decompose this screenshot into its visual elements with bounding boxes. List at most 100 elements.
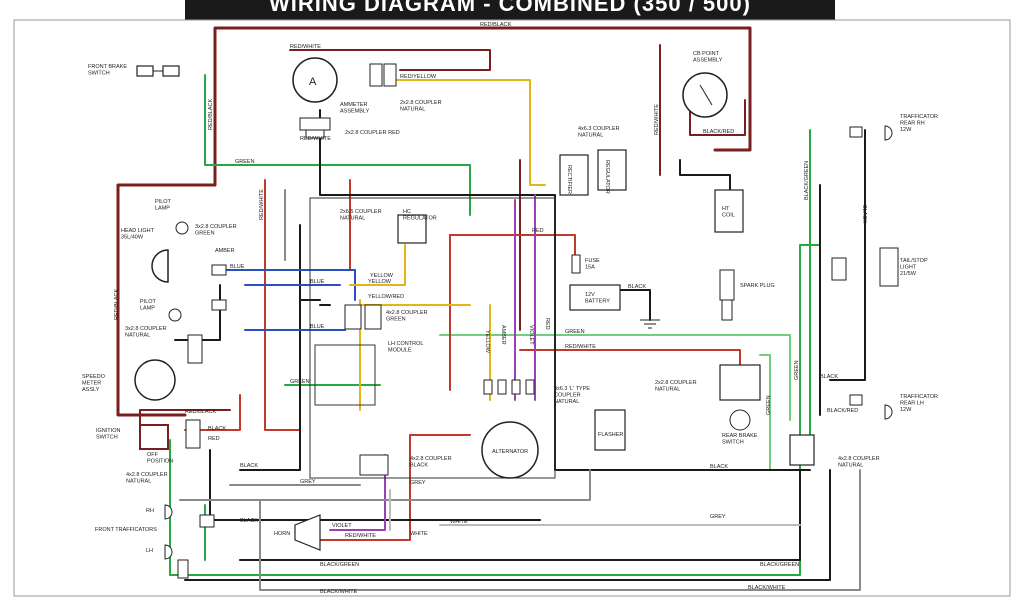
label-yellow-ign: YELLOW <box>370 273 394 279</box>
wire-black-coil <box>679 159 731 191</box>
label-violet-h: VIOLET <box>332 523 352 529</box>
label-amber-v: AMBER <box>500 325 506 345</box>
label-amber: AMBER <box>215 248 235 254</box>
label-flasher: FLASHER <box>598 432 623 438</box>
wire-black-white-bottom <box>184 469 831 581</box>
label-red-black-vert: RED/BLACK <box>114 288 120 320</box>
label-yellow-1: YELLOW <box>368 279 392 285</box>
label-black-green-bottom: BLACK/GREEN <box>320 562 359 568</box>
pilot-lamp2-symbol <box>168 308 182 322</box>
label-red-white-long: RED/WHITE <box>565 344 596 350</box>
wire-grey-3 <box>259 469 861 591</box>
wire-red-white-top <box>289 49 491 71</box>
alternator-symbol <box>481 421 539 479</box>
label-green-v2: GREEN <box>794 360 800 380</box>
label-black-low: BLACK <box>240 463 258 469</box>
label-black-red-right: BLACK/RED <box>703 129 734 135</box>
label-green-top: GREEN <box>235 159 255 165</box>
label-green-ign: GREEN <box>290 379 310 385</box>
svg-text:A: A <box>309 76 317 88</box>
label-green-right: GREEN <box>565 329 585 335</box>
wire-violet-2 <box>329 454 386 531</box>
label-black-white-bottom: BLACK/WHITE <box>320 589 358 595</box>
front-brake-switch <box>136 65 180 77</box>
wire-black-fr <box>174 284 221 341</box>
coupler-green-left <box>187 264 227 364</box>
label-red-white-top: RED/WHITE <box>290 44 321 50</box>
label-red-white-ammeter: RED/WHITE <box>300 136 331 142</box>
label-black-bottom: BLACK <box>710 464 728 470</box>
wire-black-main <box>319 109 811 471</box>
label-green-3: GREEN <box>766 395 772 415</box>
ground-symbol <box>640 319 660 329</box>
wire-green-top <box>204 74 471 216</box>
wire-red-yellow <box>394 79 546 186</box>
label-red-white-mid: RED/WHITE <box>259 189 265 220</box>
coupler-4x2-8-green <box>344 304 382 330</box>
label-red-black-left: RED/BLACK <box>208 98 214 130</box>
label-grey-1: GREY <box>300 479 316 485</box>
wire-green-mid <box>439 334 791 421</box>
spark-plug-symbol <box>719 269 735 321</box>
label-yellow-v: YELLOW <box>484 330 490 354</box>
front-trafficators-symbol <box>164 504 215 579</box>
label-violet-v: VIOLET <box>528 325 534 345</box>
rear-brake-symbol <box>719 364 761 431</box>
regulator-area <box>309 197 556 479</box>
ammeter-symbol: A <box>292 57 338 103</box>
ht-coil-symbol <box>714 189 744 233</box>
label-grey-3: GREY <box>710 514 726 520</box>
label-red-black-top: RED/BLACK <box>480 22 512 28</box>
label-rh: RH <box>146 508 154 514</box>
alternator-terminals <box>483 379 535 395</box>
trafficator-rear-lh-symbol <box>849 394 893 420</box>
label-regulator-box: REGULATOR <box>604 160 610 194</box>
label-black-ign: BLACK <box>208 426 226 432</box>
flasher-symbol <box>594 409 626 451</box>
label-blue-1: BLUE <box>230 264 245 270</box>
speedometer-symbol <box>134 359 176 401</box>
label-black-mid: BLACK <box>628 284 646 290</box>
coupler-4x2-8-black-symbol <box>359 454 389 476</box>
label-lh: LH <box>146 548 153 554</box>
ignition-switch-symbol <box>139 419 201 450</box>
label-red-white-right: RED/WHITE <box>654 104 660 135</box>
fuse-symbol <box>571 254 581 274</box>
wire-black-right <box>829 129 866 381</box>
wire-red-white-mid <box>264 179 301 431</box>
label-red-v: RED <box>544 318 550 330</box>
wire-red-black-ign <box>139 409 231 431</box>
wire-red-ign <box>184 394 241 431</box>
lh-control-symbol <box>314 344 376 406</box>
pilot-lamp-symbol <box>175 221 189 235</box>
label-white-2: WHITE <box>410 531 428 537</box>
label-red-black-ign: RED/BLACK <box>185 409 217 415</box>
wire-black-green-bottom <box>239 469 801 561</box>
diagram-frame <box>13 19 1011 597</box>
label-black-green-bottom2: BLACK/GREEN <box>760 562 799 568</box>
label-black-red-4: BLACK/RED <box>827 408 858 414</box>
wire-blue-1 <box>224 269 356 301</box>
wire-yellow-1 <box>349 244 406 286</box>
title-bar: WIRING DIAGRAM - COMBINED (350 / 500) <box>185 0 835 20</box>
